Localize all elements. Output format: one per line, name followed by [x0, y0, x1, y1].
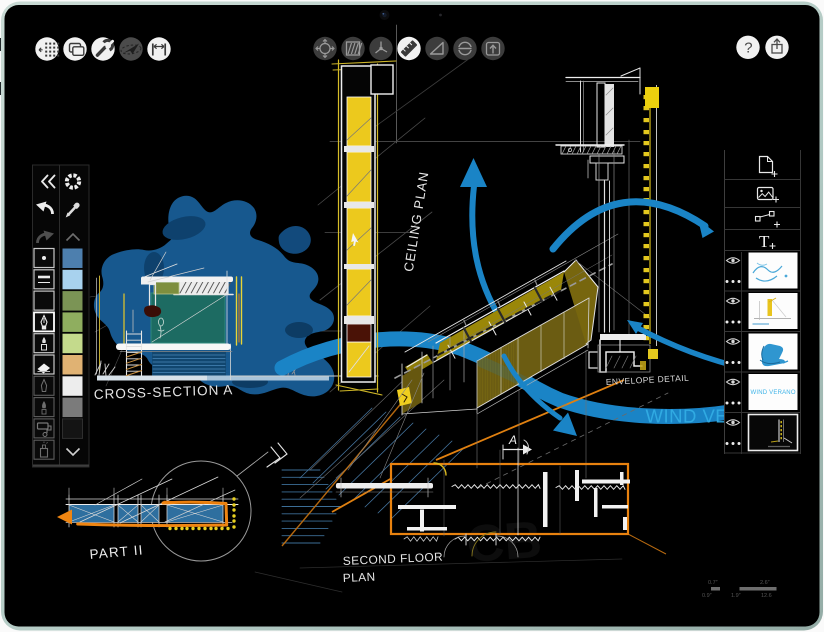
svg-text:0.9″: 0.9″ — [702, 593, 712, 599]
svg-text:WIND VER: WIND VER — [646, 406, 743, 427]
svg-text:PART II: PART II — [89, 542, 144, 562]
svg-text:0.7″: 0.7″ — [708, 580, 718, 586]
svg-text:12.6: 12.6 — [761, 593, 772, 599]
svg-text:CROSS-SECTION A: CROSS-SECTION A — [94, 382, 234, 402]
svg-text:SECOND FLOOR: SECOND FLOOR — [343, 550, 444, 568]
svg-text:1.9″: 1.9″ — [731, 593, 741, 599]
svg-text:WIND VERANO: WIND VERANO — [751, 390, 796, 396]
svg-text:A: A — [508, 433, 517, 447]
svg-text:ENVELOPE DETAIL: ENVELOPE DETAIL — [606, 373, 690, 387]
svg-text:2.6″: 2.6″ — [760, 580, 770, 586]
svg-text:?: ? — [744, 40, 752, 57]
svg-text:T: T — [759, 232, 770, 251]
svg-text:PLAN: PLAN — [343, 570, 376, 585]
svg-text:CB: CB — [465, 511, 544, 574]
